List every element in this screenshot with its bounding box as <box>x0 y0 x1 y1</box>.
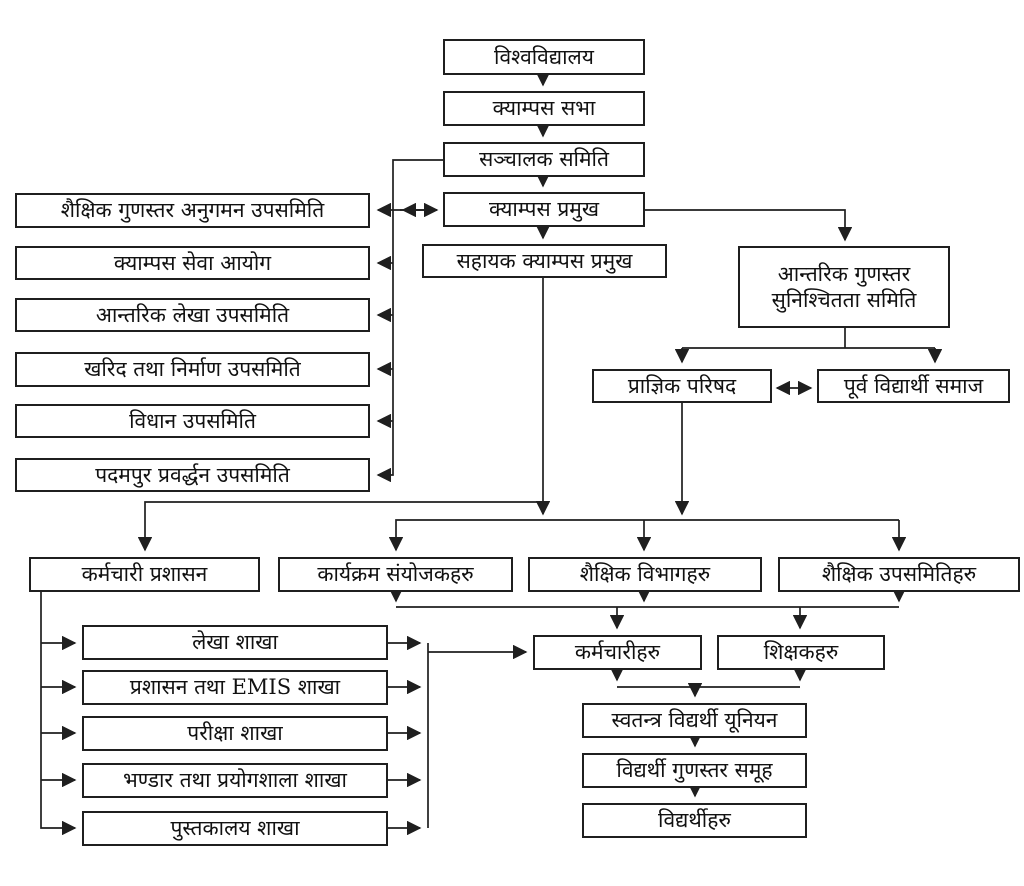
node-academic-departments: शैक्षिक विभागहरु <box>528 557 762 592</box>
node-campus-service-commission: क्याम्पस सेवा आयोग <box>15 246 370 280</box>
node-management-committee: सञ्चालक समिति <box>443 142 645 177</box>
node-teachers: शिक्षकहरु <box>717 635 885 670</box>
node-procurement-construction-subcommittee: खरिद तथा निर्माण उपसमिति <box>15 352 370 387</box>
node-accounts-branch: लेखा शाखा <box>82 625 388 660</box>
node-academic-subcommittees: शैक्षिक उपसमितिहरु <box>778 557 1020 592</box>
node-assistant-campus-chief: सहायक क्याम्पस प्रमुख <box>422 244 667 278</box>
node-academic-quality-monitoring-subcommittee: शैक्षिक गुणस्तर अनुगमन उपसमिति <box>15 193 370 228</box>
node-campus-assembly: क्याम्पस सभा <box>443 91 645 126</box>
node-statute-subcommittee: विधान उपसमिति <box>15 404 370 438</box>
node-university: विश्वविद्यालय <box>443 39 645 75</box>
node-padampur-promotion-subcommittee: पदमपुर प्रवर्द्धन उपसमिति <box>15 458 370 492</box>
node-employees: कर्मचारीहरु <box>533 635 702 670</box>
node-examination-branch: परीक्षा शाखा <box>82 716 388 751</box>
node-alumni-society: पूर्व विद्यार्थी समाज <box>817 369 1010 403</box>
node-staff-administration: कर्मचारी प्रशासन <box>29 557 260 592</box>
node-students: विद्यर्थीहरु <box>582 803 807 838</box>
node-academic-council: प्राज्ञिक परिषद <box>592 369 772 403</box>
node-campus-chief: क्याम्पस प्रमुख <box>443 192 645 227</box>
node-internal-audit-subcommittee: आन्तरिक लेखा उपसमिति <box>15 298 370 332</box>
node-program-coordinators: कार्यक्रम संयोजकहरु <box>278 557 513 592</box>
node-iqac-committee: आन्तरिक गुणस्तर सुनिश्चितता समिति <box>738 246 950 328</box>
node-store-laboratory-branch: भण्डार तथा प्रयोगशाला शाखा <box>82 763 388 798</box>
node-student-quality-group: विद्यर्थी गुणस्तर समूह <box>582 753 807 788</box>
node-free-student-union: स्वतन्त्र विद्यर्थी यूनियन <box>582 703 807 738</box>
node-admin-emis-branch: प्रशासन तथा EMIS शाखा <box>82 670 388 705</box>
node-library-branch: पुस्तकालय शाखा <box>82 811 388 846</box>
